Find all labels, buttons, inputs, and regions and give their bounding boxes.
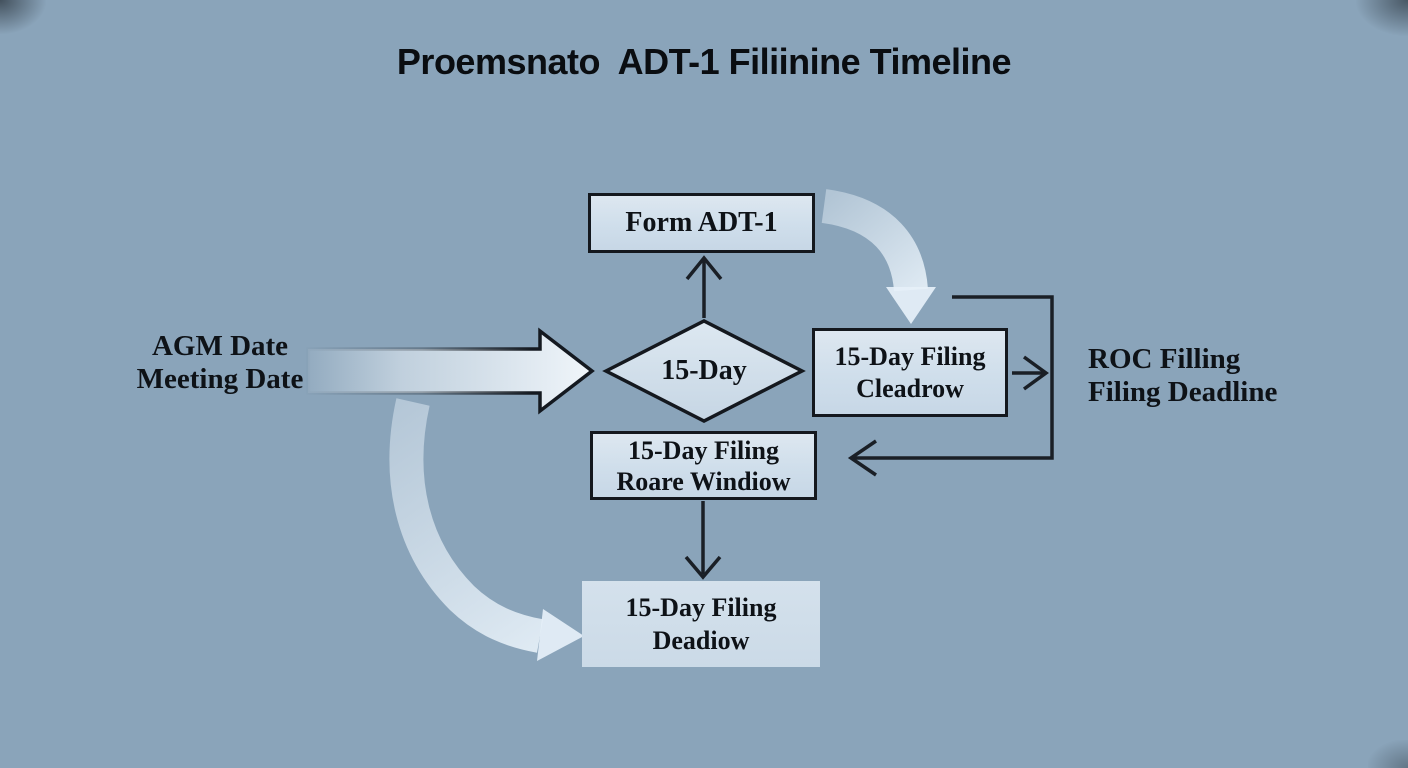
agm-to-deadline-curved-arrow (389, 398, 584, 661)
roc-filing-label-line2: Filing Deadline (1088, 376, 1278, 408)
form-adt1-box: Form ADT-1 (588, 193, 815, 253)
filing-deadline-box-line1: 15-Day Filing (625, 593, 777, 622)
filing-window-box-line2: Roare Windiow (616, 466, 791, 496)
filing-window-box-line1: 15-Day Filing (628, 435, 779, 465)
decision-diamond-label: 15-Day (661, 355, 747, 386)
roc-filing-label-line1: ROC Filling (1088, 343, 1241, 375)
agm-date-label: AGM Date Meeting Date (78, 330, 362, 396)
clearance-box-line1: 15-Day Filing (834, 341, 986, 371)
agm-to-decision-arrow (306, 327, 595, 415)
agm-date-label-line1: AGM Date (151, 330, 289, 362)
clearance-box-line2: Cleadrow (856, 373, 964, 403)
filing-deadline-box-line2: Deadiow (652, 626, 750, 655)
filing-window-box: 15-Day Filing Roare Windiow (590, 431, 817, 500)
agm-date-label-line2: Meeting Date (136, 363, 304, 395)
clearance-to-window-elbow-connector (847, 295, 1054, 477)
diagram-title: Proemsnato ADT-1 Filiinine Timeline (396, 41, 1012, 82)
window-to-deadline-arrow (684, 501, 722, 580)
form-to-clearance-curved-arrow (821, 189, 936, 324)
decision-to-form-arrow (685, 255, 723, 318)
roc-filing-label: ROC Filling Filing Deadline (1088, 343, 1277, 409)
clearance-to-roc-arrow (1012, 355, 1049, 391)
clearance-box: 15-Day Filing Cleadrow (812, 328, 1008, 417)
filing-deadline-box: 15-Day Filing Deadiow (582, 581, 820, 667)
decision-diamond (602, 319, 806, 423)
form-adt1-box-label: Form ADT-1 (625, 207, 778, 238)
